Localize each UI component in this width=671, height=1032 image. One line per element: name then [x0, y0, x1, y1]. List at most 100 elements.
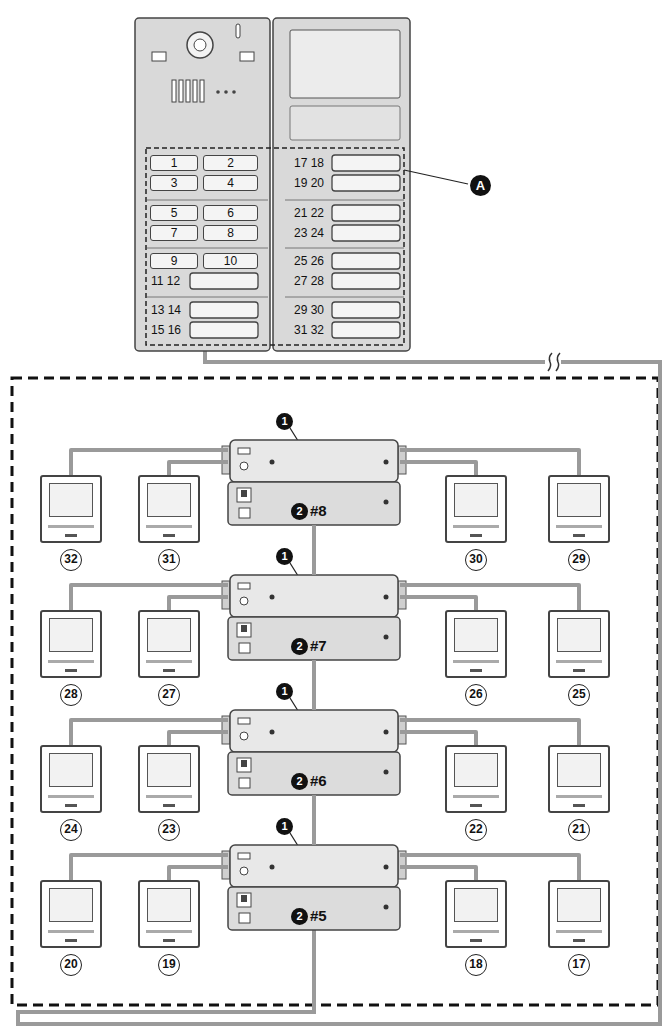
connector-port	[239, 913, 250, 923]
circled-number: 31	[158, 549, 180, 571]
screw	[384, 865, 389, 870]
indoor-monitor: 18	[445, 880, 507, 948]
wire-connector	[400, 732, 476, 745]
monitor-key	[470, 669, 482, 672]
monitor-buttons	[146, 930, 192, 933]
indoor-monitor: 29	[548, 475, 610, 543]
speaker-grille	[193, 80, 197, 102]
switch-lever	[241, 625, 247, 632]
group-divider	[285, 200, 404, 201]
monitor-screen	[147, 483, 191, 517]
monitor-key	[470, 804, 482, 807]
blank-panel	[290, 30, 400, 98]
wire-connector	[169, 732, 228, 745]
group-divider	[147, 297, 268, 298]
call-button: 5	[150, 205, 198, 221]
indoor-monitor: 20	[40, 880, 102, 948]
circled-number: 30	[465, 549, 487, 571]
wire-connector	[312, 525, 316, 575]
monitor-buttons	[453, 525, 499, 528]
group-divider	[147, 248, 268, 249]
camera	[187, 32, 213, 58]
button-number: 11 12	[151, 273, 180, 289]
call-button: 2	[203, 155, 258, 171]
wire-connector	[400, 720, 579, 745]
camera-lens	[194, 39, 206, 51]
monitor-key	[163, 939, 175, 942]
wire-connector	[71, 855, 228, 880]
monitor-screen	[557, 618, 601, 652]
circled-number: 19	[158, 954, 180, 976]
call-button	[332, 155, 400, 171]
screw	[384, 635, 389, 640]
monitor-buttons	[556, 525, 602, 528]
unit-number: #5	[310, 907, 327, 925]
distribution-unit: #8	[228, 440, 400, 525]
switch	[237, 623, 251, 637]
screw	[384, 730, 389, 735]
monitor-key	[65, 669, 77, 672]
call-button: 10	[203, 253, 258, 269]
unit-cover	[230, 845, 398, 887]
monitor-key	[163, 669, 175, 672]
call-button	[332, 322, 400, 338]
monitor-buttons	[453, 660, 499, 663]
leader-line	[404, 170, 468, 184]
connector-port	[239, 508, 250, 518]
indoor-monitor: 25	[548, 610, 610, 678]
connector-port	[239, 643, 250, 653]
distribution-unit: #6	[228, 710, 400, 795]
wire-connector	[169, 597, 228, 610]
monitor-screen	[49, 483, 93, 517]
led	[236, 24, 240, 38]
wire-connector	[400, 867, 476, 880]
call-button	[190, 322, 258, 338]
indoor-monitor: 19	[138, 880, 200, 948]
monitor-key	[573, 804, 585, 807]
door-station-module	[135, 18, 270, 351]
indicator	[238, 718, 250, 724]
speaker-grille	[186, 80, 190, 102]
indoor-monitor: 30	[445, 475, 507, 543]
monitor-buttons	[48, 930, 94, 933]
button-number: 25 26	[294, 253, 324, 269]
call-button: 9	[150, 253, 198, 269]
monitor-screen	[147, 618, 191, 652]
connector-port	[239, 778, 250, 788]
light	[152, 52, 166, 61]
speaker-grille	[172, 80, 176, 102]
callout-number: 2	[291, 503, 308, 520]
screw	[384, 770, 389, 775]
call-button	[332, 205, 400, 221]
callout-number: 2	[291, 908, 308, 925]
monitor-key	[573, 669, 585, 672]
monitor-screen	[454, 888, 498, 922]
unit-base	[228, 482, 400, 525]
button-number: 31 32	[294, 322, 324, 338]
monitor-screen	[147, 888, 191, 922]
monitor-buttons	[453, 795, 499, 798]
indoor-monitor: 17	[548, 880, 610, 948]
monitor-screen	[454, 483, 498, 517]
call-button	[190, 273, 258, 289]
terminal	[240, 732, 248, 740]
unit-base	[228, 752, 400, 795]
blank-panel	[290, 106, 400, 140]
callout-number: 1	[276, 413, 293, 430]
button-number: 17 18	[294, 155, 324, 171]
terminal	[240, 597, 248, 605]
mic-hole	[224, 90, 228, 94]
callout-number: 2	[291, 773, 308, 790]
unit-number: #8	[310, 502, 327, 520]
circled-number: 32	[60, 549, 82, 571]
button-number: 21 22	[294, 205, 324, 221]
switch	[237, 488, 251, 502]
screw	[270, 730, 275, 735]
switch-lever	[241, 895, 247, 902]
monitor-buttons	[453, 930, 499, 933]
monitor-screen	[454, 618, 498, 652]
monitor-key	[65, 939, 77, 942]
call-button: 7	[150, 225, 198, 241]
circled-number: 23	[158, 819, 180, 841]
